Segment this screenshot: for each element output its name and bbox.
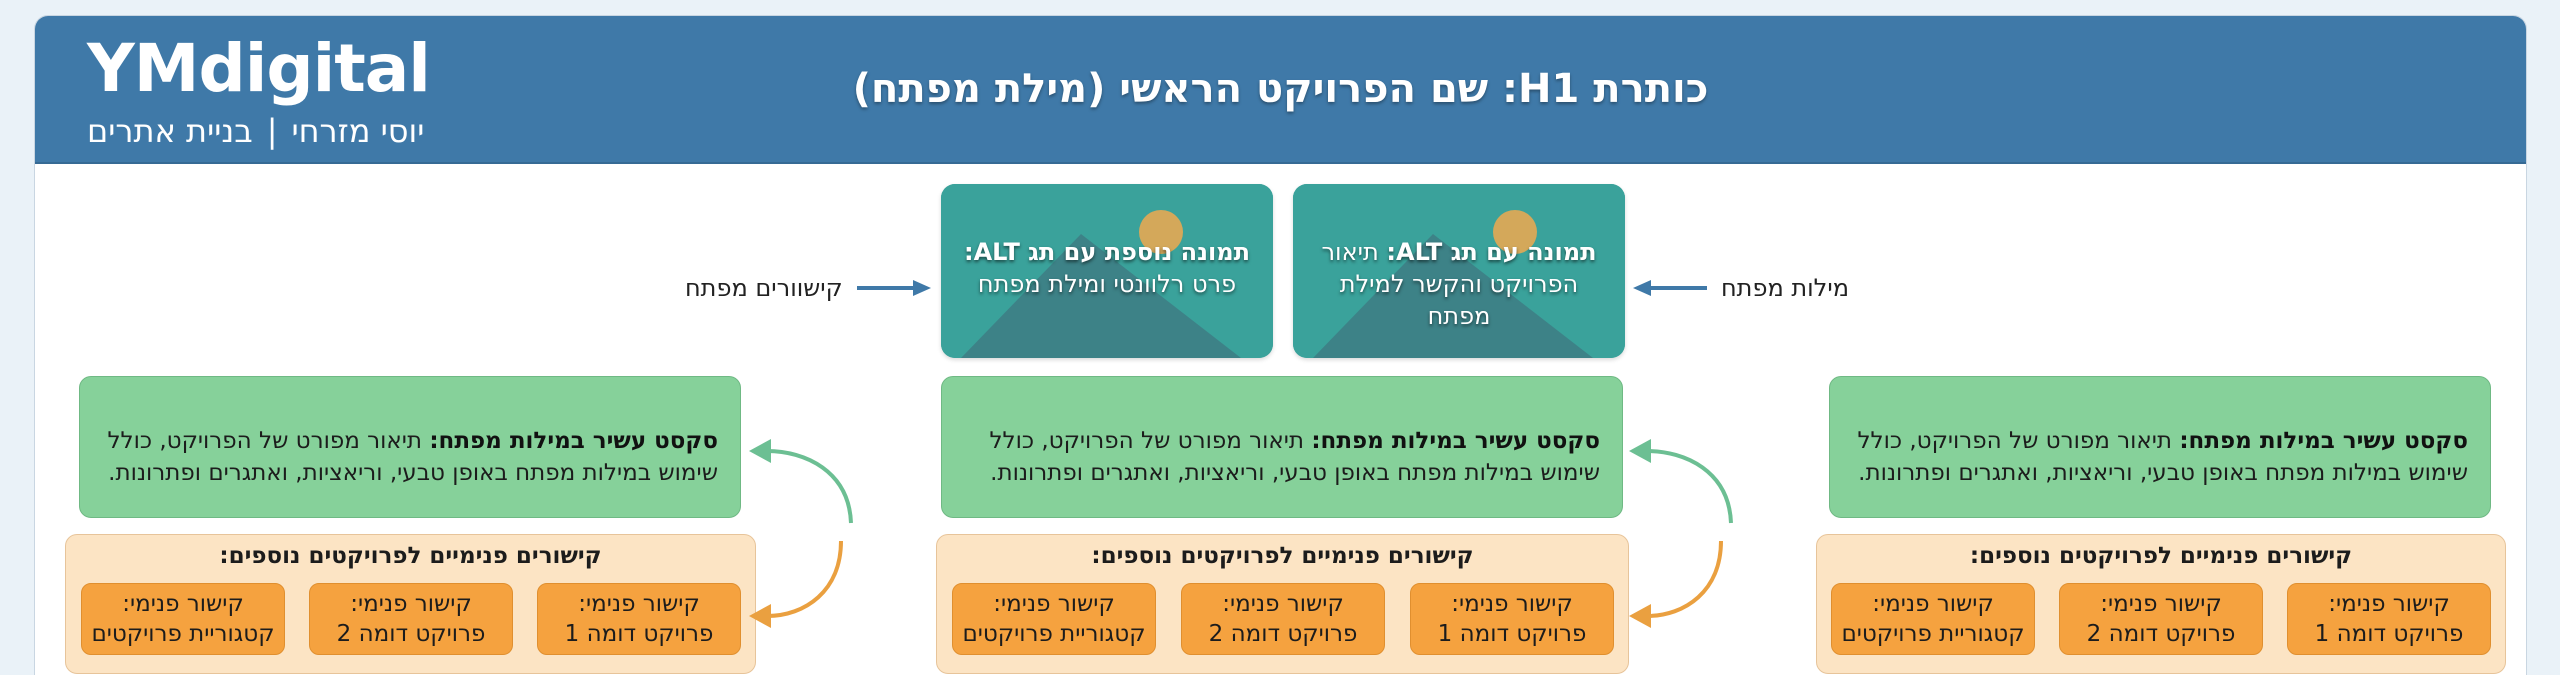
arrow-left-icon: [1633, 280, 1707, 296]
internal-links-title: קישורים פנימיים לפרויקטים נוספים:: [1969, 543, 2353, 569]
link-label: קישור פנימי:: [2328, 591, 2450, 617]
internal-links-title: קישורים פנימיים לפרויקטים נוספים:: [1091, 543, 1474, 569]
page-title: כותרת H1: שם הפרויקט הראשי (מילת מפתח): [852, 66, 1709, 112]
tagline-service: בניית אתרים: [87, 112, 253, 150]
internal-link-similar-1[interactable]: קישור פנימי: פרויקט דומה 1: [1410, 583, 1614, 655]
link-target: פרויקט דומה 1: [1437, 621, 1587, 647]
rich-text-body: תיאור מפורט של הפרויקט, כולל שימוש במילו…: [989, 428, 1600, 486]
curved-arrows-icon: [1629, 439, 1733, 628]
header-banner: YMdigital יוסי מזרחי | בניית אתרים כותרת…: [35, 16, 2526, 164]
curved-arrows-icon: [749, 439, 853, 628]
image-placeholder-additional: תמונה נוספת עם תג ALT: פרט רלוונטי ומילת…: [941, 184, 1273, 358]
link-target: פרויקט דומה 2: [2086, 621, 2236, 647]
rich-text-bold: סקסט עשיר במילות מפתח:: [2179, 428, 2468, 454]
tagline-separator: |: [266, 112, 278, 150]
image-caption: תמונה נוספת עם תג ALT: פרט רלוונטי ומילת…: [955, 236, 1259, 300]
image-caption: תמונה עם תג ALT: תיאור הפרויקט והקשר למי…: [1307, 236, 1611, 332]
internal-link-similar-2[interactable]: קישור פנימי: פרויקט דומה 2: [309, 583, 513, 655]
rich-text-bold: סקסט עשיר במילות מפתח:: [429, 428, 718, 454]
arrow-right-icon: [856, 280, 931, 296]
landscape-image-icon: [1293, 184, 1625, 358]
rich-text-block: סקסט עשיר במילות מפתח: תיאור מפורט של הפ…: [1829, 376, 2491, 518]
internal-link-similar-2[interactable]: קישור פנימי: פרויקט דומה 2: [2059, 583, 2263, 655]
internal-link-similar-1[interactable]: קישור פנימי: פרויקט דומה 1: [537, 583, 741, 655]
internal-link-similar-1[interactable]: קישור פנימי: פרויקט דומה 1: [2287, 583, 2491, 655]
internal-link-similar-2[interactable]: קישור פנימי: פרויקט דומה 2: [1181, 583, 1385, 655]
internal-links-panel: קישורים פנימיים לפרויקטים נוספים: קישור …: [936, 534, 1629, 674]
link-label: קישור פנימי:: [578, 591, 700, 617]
link-label: קישור פנימי:: [1222, 591, 1344, 617]
side-label-left-text: קישוורים מפתח: [685, 274, 843, 302]
logo: YMdigital: [87, 30, 431, 107]
rich-text-block: סקסט עשיר במילות מפתח: תיאור מפורט של הפ…: [941, 376, 1623, 518]
image-caption-text: פרט רלוונטי ומילת מפתח: [977, 270, 1237, 298]
image-caption-bold: תמונה נוספת עם תג ALT:: [963, 238, 1251, 266]
rich-text-body: תיאור מפורט של הפרויקט, כולל שימוש במילו…: [107, 428, 718, 486]
link-label: קישור פנימי:: [993, 591, 1115, 617]
rich-text-bold: סקסט עשיר במילות מפתח:: [1311, 428, 1600, 454]
link-label: קישור פנימי:: [1872, 591, 1994, 617]
internal-links-panel: קישורים פנימיים לפרויקטים נוספים: קישור …: [65, 534, 756, 674]
link-target: קטגוריית פרויקטים: [962, 621, 1146, 647]
link-target: פרויקט דומה 1: [564, 621, 714, 647]
image-placeholder-main: תמונה עם תג ALT: תיאור הפרויקט והקשר למי…: [1293, 184, 1625, 358]
internal-links-panel: קישורים פנימיים לפרויקטים נוספים: קישור …: [1816, 534, 2506, 674]
landscape-image-icon: [941, 184, 1273, 358]
internal-link-category[interactable]: קישור פנימי: קטגוריית פרויקטים: [1831, 583, 2035, 655]
link-label: קישור פנימי:: [122, 591, 244, 617]
link-target: פרויקט דומה 2: [336, 621, 486, 647]
image-caption-bold: תמונה עם תג ALT:: [1386, 238, 1597, 266]
rich-text-block: סקסט עשיר במילות מפתח: תיאור מפורט של הפ…: [79, 376, 741, 518]
image-caption-text: תיאור הפרויקט והקשר למילת מפתח: [1321, 238, 1579, 330]
link-label: קישור פנימי:: [2100, 591, 2222, 617]
tagline-name: יוסי מזרחי: [291, 112, 425, 150]
internal-link-category[interactable]: קישור פנימי: קטגוריית פרויקטים: [81, 583, 285, 655]
label-keyword-links: קישוורים מפתח: [685, 274, 933, 302]
link-target: פרויקט דומה 2: [1208, 621, 1358, 647]
rich-text-body: תיאור מפורט של הפרויקט, כולל שימוש במילו…: [1857, 428, 2468, 486]
side-label-right-text: מילות מפתח: [1721, 274, 1849, 302]
link-target: קטגוריית פרויקטים: [1841, 621, 2025, 647]
diagram-frame: YMdigital יוסי מזרחי | בניית אתרים כותרת…: [34, 15, 2527, 675]
link-target: פרויקט דומה 1: [2314, 621, 2464, 647]
tagline: יוסי מזרחי | בניית אתרים: [87, 112, 424, 150]
link-label: קישור פנימי:: [350, 591, 472, 617]
internal-links-title: קישורים פנימיים לפרויקטים נוספים:: [219, 543, 602, 569]
link-label: קישור פנימי:: [1451, 591, 1573, 617]
label-keywords: מילות מפתח: [1631, 274, 1849, 302]
internal-link-category[interactable]: קישור פנימי: קטגוריית פרויקטים: [952, 583, 1156, 655]
link-target: קטגוריית פרויקטים: [91, 621, 275, 647]
